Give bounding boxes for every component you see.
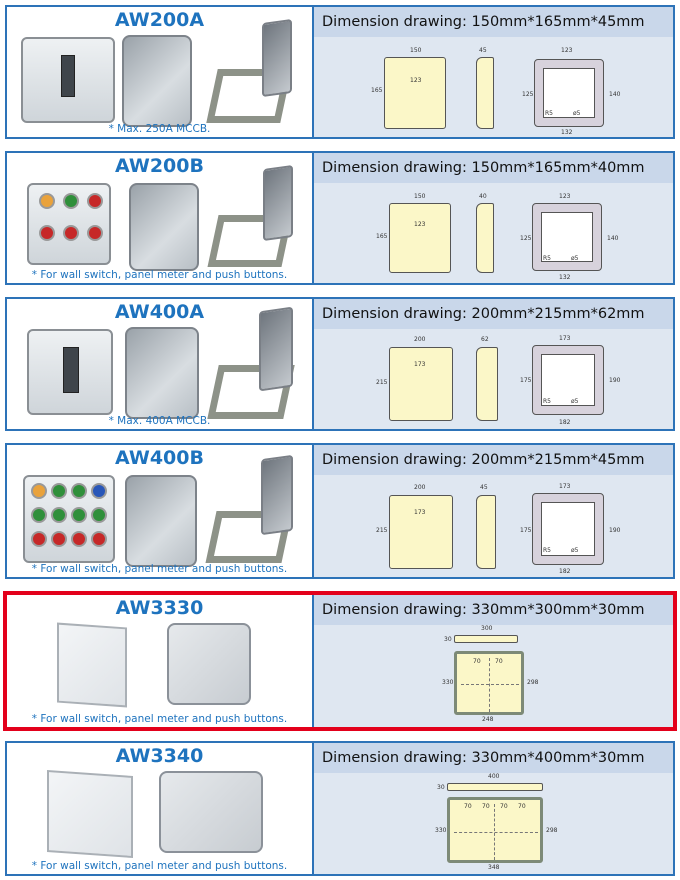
- dimension-panel: Dimension drawing: 330mm*400mm*30mm 400 …: [312, 743, 673, 874]
- product-note: * For wall switch, panel meter and push …: [31, 563, 288, 575]
- dimension-title: Dimension drawing: 150mm*165mm*45mm: [314, 7, 673, 37]
- product-note: * For wall switch, panel meter and push …: [31, 269, 288, 281]
- dimension-panel: Dimension drawing: 200mm*215mm*62mm 200 …: [312, 299, 673, 429]
- product-note: * For wall switch, panel meter and push …: [31, 713, 288, 725]
- dimension-panel: Dimension drawing: 330mm*300mm*30mm 300 …: [312, 595, 673, 727]
- front-view-drawing: [389, 347, 453, 421]
- side-view-drawing: [476, 347, 498, 421]
- product-card-aw3340: AW3340 * For wall switch, panel meter an…: [5, 741, 675, 876]
- dimension-panel: Dimension drawing: 200mm*215mm*45mm 200 …: [312, 445, 673, 577]
- dimension-title: Dimension drawing: 200mm*215mm*62mm: [314, 299, 673, 329]
- enclosure-front-photo: [27, 183, 111, 265]
- product-note: * Max. 400A MCCB.: [108, 415, 211, 427]
- model-name: AW200A: [114, 9, 205, 31]
- open-lid-photo: [261, 454, 293, 536]
- model-name: AW400A: [114, 301, 205, 323]
- dimension-title: Dimension drawing: 330mm*300mm*30mm: [314, 595, 673, 625]
- top-view-drawing: [447, 783, 543, 791]
- side-view-drawing: [476, 495, 496, 569]
- enclosure-angle-photo: [122, 35, 192, 127]
- enclosure-angle-photo: [125, 327, 199, 419]
- side-view-drawing: [476, 203, 494, 273]
- enclosure-front-photo: [21, 37, 115, 123]
- enclosure-angle-photo: [125, 475, 197, 567]
- product-note: * For wall switch, panel meter and push …: [31, 860, 288, 872]
- product-card-aw3330: AW3330 * For wall switch, panel meter an…: [3, 591, 677, 731]
- front-view-drawing: [389, 203, 451, 273]
- front-view-drawing: [454, 651, 524, 715]
- enclosure-angle-photo: [129, 183, 199, 271]
- front-view-drawing: [389, 495, 453, 569]
- model-name: AW3330: [115, 597, 204, 619]
- product-card-aw400b: AW400B * For wall switch, panel meter an…: [5, 443, 675, 579]
- front-view-drawing: [384, 57, 446, 129]
- dimension-title: Dimension drawing: 150mm*165mm*40mm: [314, 153, 673, 183]
- cutout-drawing: [532, 345, 604, 415]
- product-card-aw200a: AW200A * Max. 250A MCCB. Dimension drawi…: [5, 5, 675, 139]
- product-card-aw400a: AW400A * Max. 400A MCCB. Dimension drawi…: [5, 297, 675, 431]
- open-lid-photo: [259, 306, 293, 392]
- enclosure-front-photo: [23, 475, 115, 563]
- product-photo-area: AW3330 * For wall switch, panel meter an…: [7, 595, 312, 727]
- model-name: AW400B: [115, 447, 204, 469]
- open-door-enclosure-photo: [47, 769, 133, 859]
- product-note: * Max. 250A MCCB.: [108, 123, 211, 135]
- product-photo-area: AW3340 * For wall switch, panel meter an…: [7, 743, 312, 874]
- model-name: AW200B: [115, 155, 204, 177]
- product-card-aw200b: AW200B * For wall switch, panel meter an…: [5, 151, 675, 285]
- open-door-enclosure-photo: [57, 622, 127, 708]
- dimension-title: Dimension drawing: 330mm*400mm*30mm: [314, 743, 673, 773]
- enclosure-front-photo: [159, 771, 263, 853]
- enclosure-front-photo: [167, 623, 251, 705]
- dimension-panel: Dimension drawing: 150mm*165mm*40mm 150 …: [312, 153, 673, 283]
- dimension-panel: Dimension drawing: 150mm*165mm*45mm 150 …: [312, 7, 673, 137]
- cutout-drawing: [532, 203, 602, 271]
- side-view-drawing: [476, 57, 494, 129]
- product-photo-area: AW400B * For wall switch, panel meter an…: [7, 445, 312, 577]
- model-name: AW3340: [115, 745, 204, 767]
- enclosure-front-photo: [27, 329, 113, 415]
- open-lid-photo: [262, 18, 292, 98]
- product-photo-area: AW200A * Max. 250A MCCB.: [7, 7, 312, 137]
- top-view-drawing: [454, 635, 518, 643]
- cutout-drawing: [532, 493, 604, 565]
- product-photo-area: AW200B * For wall switch, panel meter an…: [7, 153, 312, 283]
- dimension-title: Dimension drawing: 200mm*215mm*45mm: [314, 445, 673, 475]
- cutout-drawing: [534, 59, 604, 127]
- open-lid-photo: [263, 164, 293, 242]
- front-view-drawing: [447, 797, 543, 863]
- product-photo-area: AW400A * Max. 400A MCCB.: [7, 299, 312, 429]
